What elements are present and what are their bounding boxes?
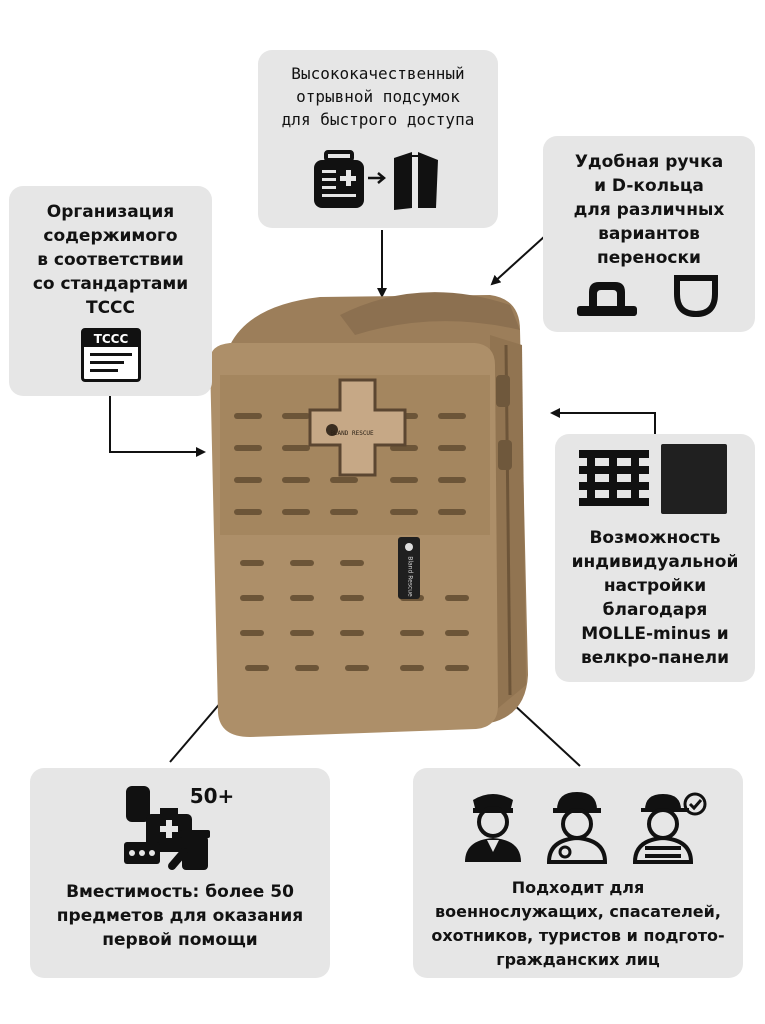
feature-card-tccc: Организация содержимого в соответствии с… [9,186,212,396]
arrow-right-icon [368,172,386,184]
tccc-badge: TCCC [84,331,138,347]
feature-text-users: Подходит для военнослужащих, спасателей,… [431,878,725,969]
cross-patch [308,378,407,477]
feature-card-handle: Удобная ручка и D-кольца для различных в… [543,136,755,332]
capacity-count: 50+ [189,784,235,808]
feature-card-users: Подходит для военнослужащих, спасателей,… [413,768,743,978]
feature-card-capacity: 50+ Вместимость: более 50 предметов для … [30,768,330,978]
feature-text-molle: Возможность индивидуальной настройки бла… [571,528,739,668]
carry-handle [340,292,520,335]
molle-grid-icon [579,450,649,506]
feature-text-capacity: Вместимость: более 50 предметов для оказ… [56,882,304,950]
tccc-document-icon: TCCC [81,328,141,382]
handle-icon [577,282,637,316]
patch-text: BLAND RESCUE [330,430,374,437]
d-ring-icon [674,275,718,318]
velcro-panel-icon [661,444,727,514]
brand-label [398,537,420,599]
feature-card-molle: Возможность индивидуальной настройки бла… [555,434,755,682]
feature-text-tccc: Организация содержимого в соответствии с… [32,202,189,318]
label-text: Bland Rescue [406,556,414,597]
first-aid-pouch-image: BLAND RESCUE Bland Rescue [190,275,550,750]
feature-card-pouch: Высококачественный отрывной подсумок для… [258,50,498,228]
civilian-icon [632,792,707,864]
rescuer-icon [546,792,608,864]
feature-text-pouch: Высококачественный отрывной подсумок для… [281,64,475,129]
pouch-open-icon [394,152,438,210]
arrow-molle [550,408,656,434]
soldier-icon [465,794,521,862]
medkit-icon [314,150,364,208]
medical-supplies-icon [124,786,210,870]
zipper-pull [496,375,510,407]
feature-text-handle: Удобная ручка и D-кольца для различных в… [573,152,725,268]
